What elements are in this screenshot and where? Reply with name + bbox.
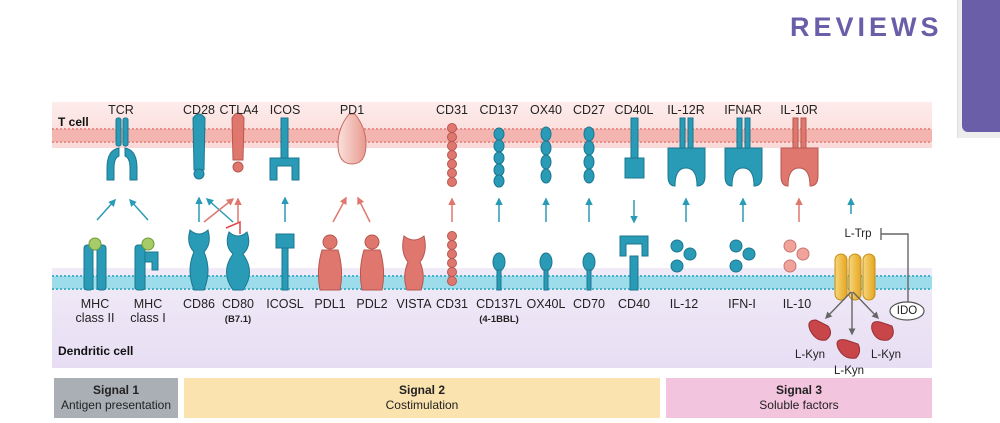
cd70-ligand: [582, 252, 596, 291]
label-cd40: CD40: [618, 297, 650, 311]
cd80-ligand: [226, 231, 250, 291]
ox40-receptor: [540, 126, 552, 184]
label-pdl2: PDL2: [356, 297, 388, 311]
label-cd28: CD28: [183, 103, 215, 117]
cd31-dc-ligand: [447, 231, 457, 286]
vista-ligand: [402, 235, 426, 291]
signal2-box: [184, 378, 660, 418]
label-trp: L-Trp: [844, 228, 872, 240]
label-pd1: PD1: [339, 103, 365, 117]
cd28-receptor: [192, 113, 206, 180]
t-cell-label: T cell: [58, 115, 89, 129]
label-cd70: CD70: [573, 297, 605, 311]
label-ido: IDO: [896, 305, 918, 317]
t-cell-membrane: [52, 128, 932, 143]
signal2-subtitle: Costimulation: [385, 398, 459, 412]
il12-cytokine: [670, 239, 697, 273]
label-ifnar: IFNAR: [724, 103, 762, 117]
label-cd137l-alt: (4-1BBL): [479, 314, 519, 325]
label-il10r: IL-10R: [780, 103, 818, 117]
label-mhc2: MHC class II: [75, 297, 115, 325]
label-il10: IL-10: [782, 297, 812, 311]
cd86-ligand: [188, 229, 210, 291]
label-cd40l: CD40L: [614, 103, 654, 117]
tcr-receptor: [106, 117, 138, 181]
signal3-title: Signal 3: [775, 383, 822, 397]
pdl2-ligand: [359, 234, 385, 291]
kynurenine-molecules: [808, 319, 894, 359]
label-cd137: CD137: [479, 103, 519, 117]
il10-cytokine: [783, 239, 810, 273]
pdl1-ligand: [317, 234, 343, 291]
side-tab-accent: [962, 0, 1000, 132]
signal2-title: Signal 2: [398, 383, 445, 397]
label-cd31-t: CD31: [436, 103, 468, 117]
signal3-box: [666, 378, 932, 418]
label-cd86: CD86: [183, 297, 215, 311]
il10r-receptor: [780, 117, 819, 187]
label-kyn-middle: L-Kyn: [833, 365, 865, 377]
label-icos: ICOS: [269, 103, 301, 117]
label-ox40l: OX40L: [526, 297, 566, 311]
cd27-receptor: [583, 126, 595, 184]
label-kyn-right: L-Kyn: [870, 349, 902, 361]
label-icosl: ICOSL: [266, 297, 304, 311]
label-vista: VISTA: [396, 297, 432, 311]
signal1-box: [54, 378, 178, 418]
cd31-t-receptor: [447, 123, 457, 187]
mhc-class-ii: [83, 237, 107, 291]
label-il12r: IL-12R: [667, 103, 705, 117]
signal3-subtitle: Soluble factors: [759, 398, 839, 412]
label-cd80-alt: (B7.1): [224, 314, 252, 325]
label-tcr: TCR: [108, 103, 134, 117]
mhc-class-i: [134, 237, 159, 291]
dendritic-cell-label: Dendritic cell: [58, 344, 134, 358]
signal1-text: Signal 1 Antigen presentation: [54, 378, 178, 418]
signal3-text: Signal 3 Soluble factors: [666, 378, 932, 418]
label-ox40: OX40: [530, 103, 562, 117]
label-mhc1: MHC class I: [130, 297, 166, 325]
label-cd137l: CD137L: [476, 297, 522, 311]
label-ifn1: IFN-I: [728, 297, 756, 311]
label-il12: IL-12: [669, 297, 699, 311]
signal1-subtitle: Antigen presentation: [60, 398, 172, 412]
ox40l-ligand: [539, 252, 553, 291]
ctla4-receptor: [231, 112, 245, 173]
label-cd31-dc: CD31: [436, 297, 468, 311]
label-cd27: CD27: [573, 103, 605, 117]
signal2-text: Signal 2 Costimulation: [184, 378, 660, 418]
brand-title: REVIEWS: [790, 12, 943, 42]
dc-membrane: [52, 275, 932, 290]
label-kyn-left: L-Kyn: [794, 349, 826, 361]
ifnar-receptor: [724, 117, 763, 187]
ido-arrows: [825, 228, 909, 336]
cd40-ligand: [619, 235, 649, 291]
cd137-receptor: [493, 127, 505, 188]
cd40l-receptor: [624, 117, 645, 179]
signal1-title: Signal 1: [92, 383, 139, 397]
ifn1-cytokine: [729, 239, 756, 273]
label-pdl1: PDL1: [314, 297, 346, 311]
interaction-arrows: [96, 196, 855, 234]
pd1-receptor: [337, 113, 367, 165]
label-cd80: CD80: [222, 297, 254, 311]
label-ctla4: CTLA4: [219, 103, 259, 117]
cd137l-ligand: [492, 252, 506, 291]
trp-transporter: [834, 253, 876, 301]
icos-receptor: [269, 117, 300, 181]
ido-enzyme-oval: [889, 301, 925, 321]
il12r-receptor: [667, 117, 706, 187]
icosl-ligand: [275, 233, 295, 291]
